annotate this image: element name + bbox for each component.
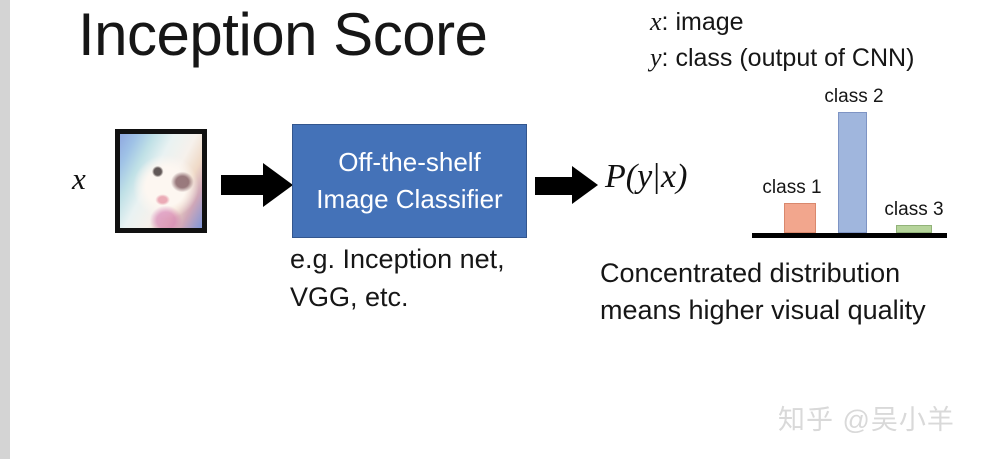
chart-caption-line-1: Concentrated distribution [600,258,901,288]
notation-row-y: y: class (output of CNN) [650,40,914,76]
arrow-head [263,163,293,207]
chart-caption-line-2: means higher visual quality [600,294,926,325]
formula-given-bar: | [653,158,661,195]
formula-p: P [605,158,626,195]
probability-formula: P(y|x) [605,158,687,196]
formula-open-paren: ( [625,158,638,195]
anime-face-image [120,134,202,228]
classifier-box: Off-the-shelf Image Classifier [292,124,527,238]
input-variable-label: x [72,161,86,196]
chart-bar [838,112,867,233]
arrow-shaft [535,177,574,195]
input-image-thumbnail [115,129,207,233]
notation-symbol-x: x [650,7,662,36]
chart-baseline-axis [752,233,947,238]
chart-bar-label: class 2 [824,86,884,107]
left-edge-strip [0,0,10,459]
chart-caption: Concentrated distribution means higher v… [600,255,926,329]
chart-bar [784,203,816,233]
notation-text-y: : class (output of CNN) [661,43,915,72]
notation-row-x: x: image [650,4,914,40]
watermark: 知乎 @吴小羊 [778,405,955,435]
classifier-caption: e.g. Inception net, VGG, etc. [290,240,505,317]
classifier-line-1: Off-the-shelf [338,147,481,178]
arrow-right-icon [535,166,598,205]
chart-bar-label: class 3 [884,199,944,220]
arrow-head [572,166,598,204]
formula-y: y [637,158,653,195]
arrow-shaft [221,175,265,195]
page-title: Inception Score [78,1,488,68]
classifier-line-2: Image Classifier [316,184,503,214]
notation-text-x: : image [661,8,744,36]
notation-legend: x: image y: class (output of CNN) [650,4,914,76]
chart-bar-label: class 1 [762,177,822,198]
formula-x: x [661,158,677,195]
chart-bar [896,225,932,233]
class-distribution-chart: class 1 class 2 class 3 [750,86,950,238]
notation-symbol-y: y [650,42,662,72]
formula-close-paren: ) [676,158,688,195]
classifier-caption-line-2: VGG, etc. [290,282,409,313]
classifier-caption-line-1: e.g. Inception net, [290,244,505,274]
arrow-right-icon [221,163,293,207]
